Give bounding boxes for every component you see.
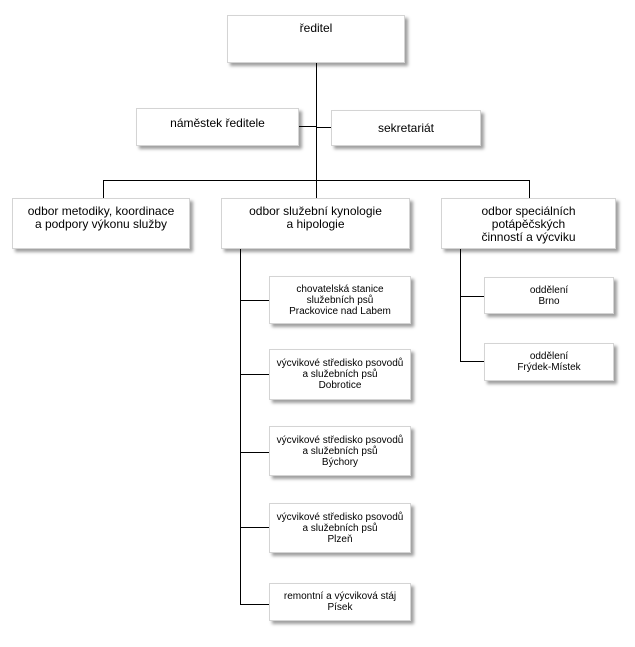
connector-kynology-vertical xyxy=(240,249,241,605)
connector-kynology-unit-1 xyxy=(240,300,269,301)
department-label-diving: odbor speciálních potápěčských činností … xyxy=(481,204,576,244)
director-label: ředitel xyxy=(299,21,333,35)
unit-box-brno: oddělení Brno xyxy=(484,277,614,314)
unit-box-frydek-mistek: oddělení Frýdek-Místek xyxy=(484,343,614,381)
department-label-kynology: odbor služební kynologie a hipologie xyxy=(249,204,382,231)
unit-box-bychory: výcvikové středisko psovodů a služebních… xyxy=(269,426,411,476)
connector-kynology-unit-3 xyxy=(240,452,269,453)
unit-label-frydek-mistek: oddělení Frýdek-Místek xyxy=(517,351,581,373)
unit-box-plzen: výcvikové středisko psovodů a služebních… xyxy=(269,503,411,553)
unit-label-brno: oddělení Brno xyxy=(529,284,569,307)
unit-box-dobrotice: výcvikové středisko psovodů a služebních… xyxy=(269,349,411,400)
connector-director-down xyxy=(316,62,317,180)
unit-label-plzen: výcvikové středisko psovodů a služebních… xyxy=(276,511,404,545)
unit-label-pisek: remontní a výcviková stáj Písek xyxy=(283,591,397,613)
connector-dept-2 xyxy=(316,180,317,198)
connector-diving-vertical xyxy=(460,249,461,361)
secretariat-label: sekretariát xyxy=(377,120,435,135)
connector-kynology-unit-5 xyxy=(240,604,269,605)
connector-diving-unit-1 xyxy=(460,296,484,297)
department-box-diving: odbor speciálních potápěčských činností … xyxy=(441,198,616,249)
connector-secretariat xyxy=(316,127,331,128)
unit-label-bychory: výcvikové středisko psovodů a služebních… xyxy=(276,434,404,468)
director-box: ředitel xyxy=(227,15,405,63)
connector-deputy xyxy=(299,126,316,127)
connector-kynology-unit-2 xyxy=(240,374,269,375)
secretariat-box: sekretariát xyxy=(331,110,481,146)
connector-kynology-unit-4 xyxy=(240,527,269,528)
unit-box-prackovice: chovatelská stanice služebních psů Prack… xyxy=(269,276,411,324)
department-box-methodology: odbor metodiky, koordinace a podpory výk… xyxy=(12,198,190,249)
connector-dept-3 xyxy=(529,180,530,198)
unit-label-prackovice: chovatelská stanice služebních psů Prack… xyxy=(289,283,391,317)
unit-box-pisek: remontní a výcviková stáj Písek xyxy=(269,583,411,621)
connector-dept-1 xyxy=(103,180,104,198)
department-box-kynology: odbor služební kynologie a hipologie xyxy=(221,198,410,249)
department-label-methodology: odbor metodiky, koordinace a podpory výk… xyxy=(27,204,175,231)
unit-label-dobrotice: výcvikové středisko psovodů a služebních… xyxy=(276,358,404,391)
deputy-label: náměstek ředitele xyxy=(170,116,265,130)
connector-diving-unit-2 xyxy=(460,361,484,362)
deputy-box: náměstek ředitele xyxy=(136,108,299,146)
